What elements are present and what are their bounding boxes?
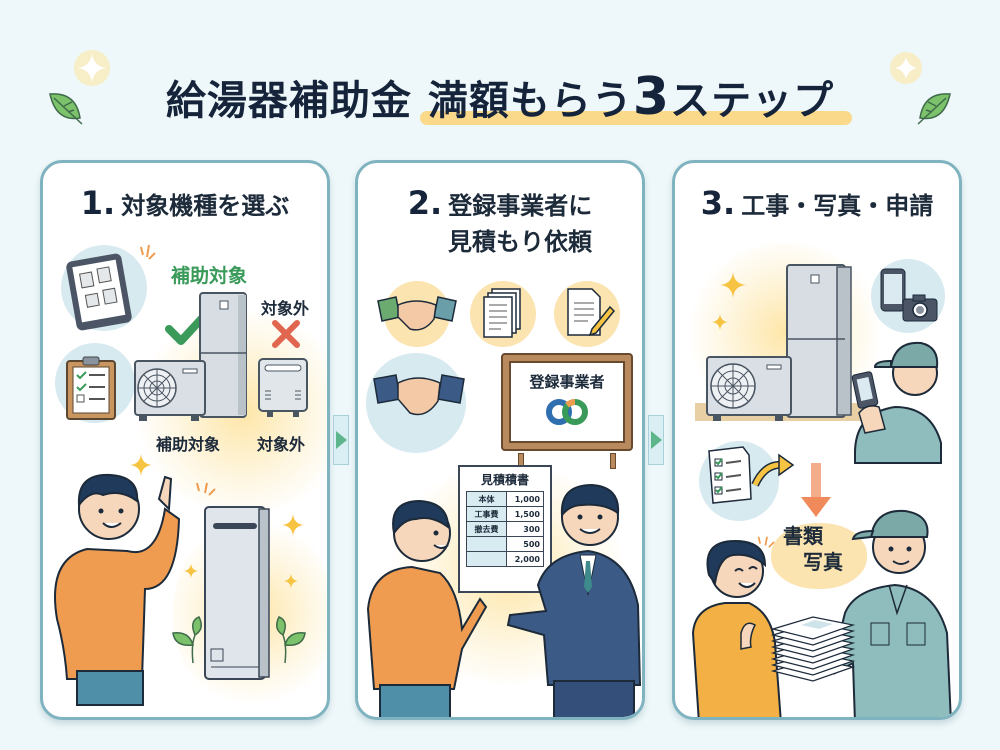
eligible-label-bottom: 補助対象 (156, 435, 221, 454)
customer-icon (366, 499, 488, 717)
estimate-title: 見積積書 (480, 473, 529, 487)
worker-taking-photo-icon (851, 341, 942, 464)
customer-icon (691, 539, 782, 717)
sparkle-icon (283, 573, 299, 589)
heat-pump-unit-icon (706, 356, 792, 421)
table-row: 500 (465, 536, 544, 552)
sparkle-icon (74, 50, 110, 86)
camera-icon (902, 294, 938, 322)
document-pen-icon (567, 288, 616, 337)
step-3-panel: 3.工事・写真・申請 (672, 160, 962, 720)
step-arrow (648, 415, 664, 465)
sign-label: 登録事業者 (529, 373, 605, 391)
person-pointing-icon (54, 473, 181, 706)
document-stack-icon (770, 616, 856, 682)
not-eligible-label-bottom: 対象外 (257, 435, 306, 454)
down-arrow-icon (801, 463, 831, 517)
handshake-icon (377, 296, 457, 331)
handshake-icon (373, 374, 465, 416)
gas-water-heater-icon (258, 358, 308, 417)
step-3-title: 3.工事・写真・申請 (700, 184, 934, 222)
leaf-icon (49, 93, 83, 125)
sparkle-icon (720, 272, 746, 298)
water-heater-tank-icon (199, 292, 247, 418)
tablet-catalog-icon (66, 253, 132, 331)
title-highlight: 満額もらう3ステップ (419, 67, 853, 127)
worker-icon (834, 509, 952, 717)
attention-lines-icon (757, 536, 775, 548)
water-heater-tank-icon (204, 506, 270, 680)
eligible-label: 補助対象 (171, 265, 248, 287)
sparkle-icon (130, 454, 152, 476)
smartphone-icon (880, 268, 906, 312)
checklist-document-icon (708, 446, 752, 504)
documents-bubble-text: 書類写真 (783, 524, 843, 574)
sparkle-icon (183, 563, 199, 579)
not-eligible-label: 対象外 (261, 299, 310, 318)
step-1-panel: 1.対象機種を選ぶ 補助対象 対象外 (40, 160, 330, 720)
attention-lines-icon (140, 244, 156, 260)
registered-business-sign: 登録事業者 (501, 353, 633, 451)
page-title: 給湯器補助金満額もらう3ステップ (0, 62, 1000, 132)
arrow-right-icon (650, 431, 662, 449)
attention-lines-icon (196, 482, 216, 496)
leaf-icon (172, 616, 202, 664)
curved-arrow-icon (751, 453, 795, 487)
sparkle-icon (890, 52, 922, 84)
step-2-title: 2.登録事業者に 見積もり依頼 (407, 184, 593, 256)
sparkle-icon (711, 313, 729, 331)
arrow-right-icon (335, 431, 347, 449)
step-arrow (333, 415, 349, 465)
checkmark-icon (165, 311, 209, 345)
sparkle-icon (282, 514, 304, 536)
heat-pump-unit-icon (134, 360, 206, 421)
table-row: 2,000 (465, 551, 544, 567)
registered-business-logo-icon (546, 399, 588, 425)
step-2-panel: 2.登録事業者に 見積もり依頼 登録事業者 (355, 160, 645, 720)
title-part1: 給湯器補助金 (165, 78, 412, 124)
water-heater-tank-icon (786, 264, 852, 418)
clipboard-checklist-icon (66, 356, 116, 420)
leaf-icon (276, 616, 306, 664)
documents-icon (483, 288, 521, 338)
cross-icon (272, 320, 300, 348)
salesperson-icon (506, 483, 642, 717)
leaf-icon (917, 93, 951, 125)
step-1-title: 1.対象機種を選ぶ (80, 184, 290, 222)
